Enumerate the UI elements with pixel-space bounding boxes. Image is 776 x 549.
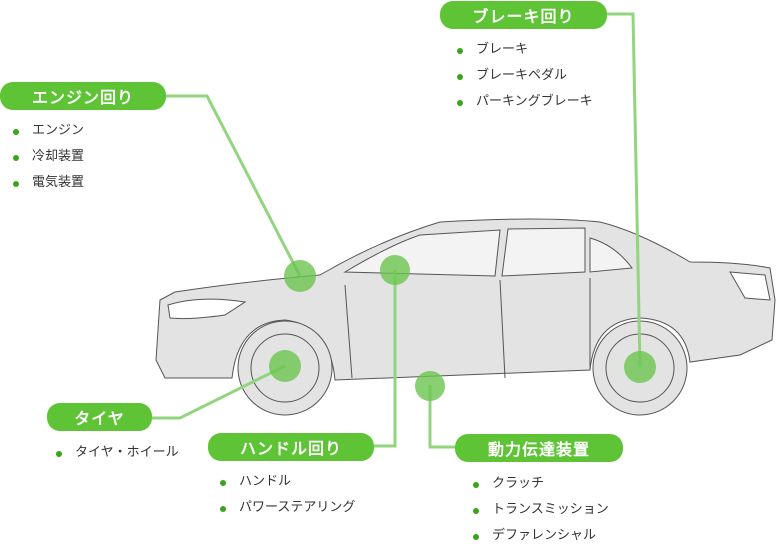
brake-label: ブレーキ回り xyxy=(440,1,607,29)
handle-leader-line xyxy=(374,270,397,448)
list-item: トランスミッション xyxy=(472,497,609,523)
handle-label: ハンドル回り xyxy=(208,433,374,461)
drive-marker xyxy=(415,371,445,401)
engine-label: エンジン回り xyxy=(0,82,166,110)
car-door-line xyxy=(344,278,591,379)
list-item: パワーステアリング xyxy=(219,495,355,521)
brake-list: ブレーキ ブレーキペダル パーキングブレーキ xyxy=(456,37,593,115)
drive-label: 動力伝達装置 xyxy=(455,434,623,462)
drive-leader-line xyxy=(428,385,455,449)
list-item: ブレーキペダル xyxy=(456,63,593,89)
list-item: ハンドル xyxy=(219,469,355,495)
engine-list: エンジン 冷却装置 電気装置 xyxy=(12,118,84,196)
tire-marker xyxy=(269,350,301,382)
tire-list: タイヤ・ホイール xyxy=(55,440,179,466)
tire-label: タイヤ xyxy=(47,403,152,431)
list-item: 電気装置 xyxy=(12,170,84,196)
list-item: エンジン xyxy=(12,118,84,144)
engine-leader-line xyxy=(166,94,302,277)
brake-leader-line xyxy=(607,12,642,368)
engine-marker xyxy=(284,260,316,292)
list-item: パーキングブレーキ xyxy=(456,89,593,115)
handle-list: ハンドル パワーステアリング xyxy=(219,469,355,521)
tire-leader-line xyxy=(152,364,286,420)
list-item: ブレーキ xyxy=(456,37,593,63)
list-item: 冷却装置 xyxy=(12,144,84,170)
car-window-rear xyxy=(501,227,586,277)
handle-marker xyxy=(380,255,410,285)
brake-marker xyxy=(624,351,656,383)
list-item: タイヤ・ホイール xyxy=(55,440,179,466)
drive-list: クラッチ トランスミッション デファレンシャル xyxy=(472,471,609,549)
car-headlight xyxy=(167,298,247,320)
car-window-quarter xyxy=(589,237,633,273)
list-item: デファレンシャル xyxy=(472,523,609,549)
car-taillight xyxy=(729,271,771,301)
list-item: クラッチ xyxy=(472,471,609,497)
